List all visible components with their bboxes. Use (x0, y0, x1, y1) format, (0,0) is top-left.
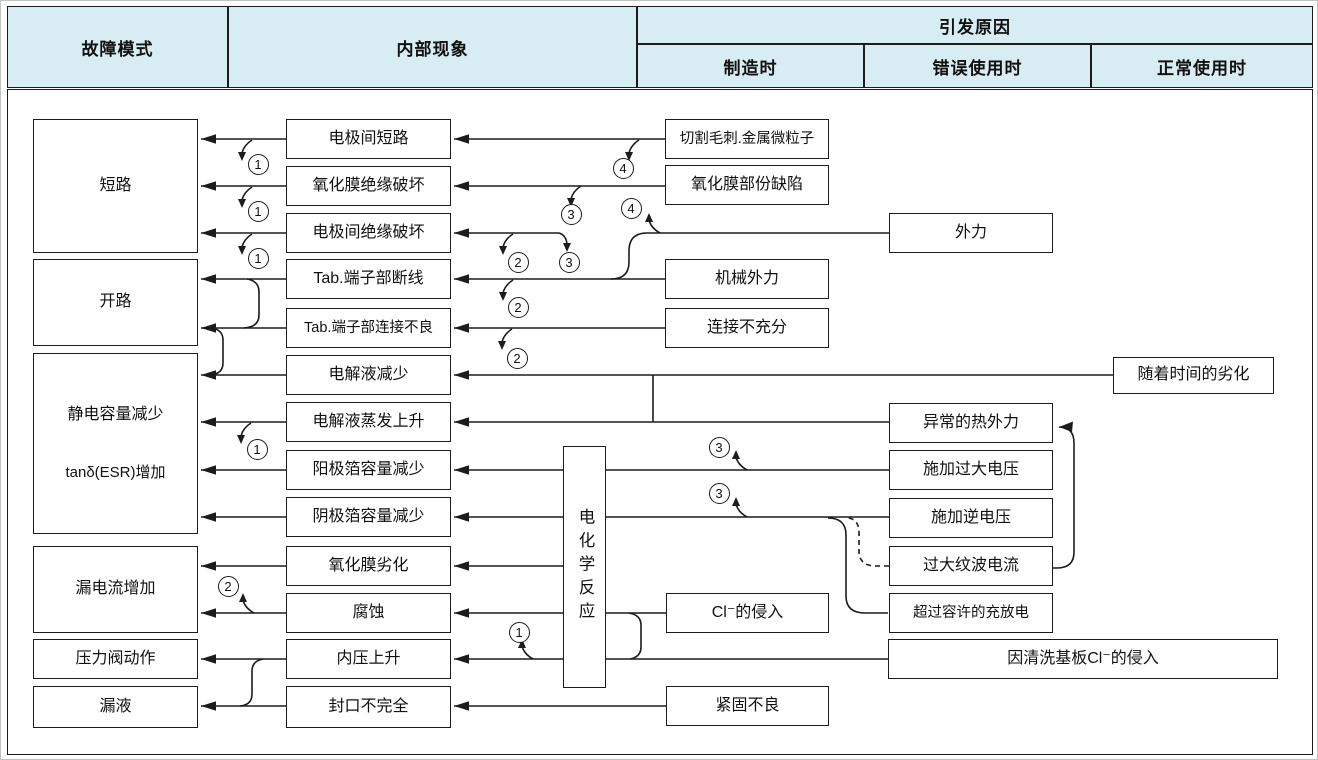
phenomenon-electrode-short: 电极间短路 (286, 119, 451, 159)
phenomenon-corrosion: 腐蚀 (286, 593, 451, 633)
connector-badge-2: 2 (506, 347, 528, 369)
cause-cutting-burr-metal-particles: 切割毛刺.金属微粒子 (665, 119, 829, 159)
connector-badge-1: 1 (247, 200, 269, 222)
phenomenon-anode-foil-capacity-decrease: 阳极箔容量减少 (286, 450, 451, 490)
phenomenon-oxide-film-degradation: 氧化膜劣化 (286, 546, 451, 586)
phenomenon-tab-terminal-poor-connection: Tab.端子部连接不良 (286, 308, 451, 348)
failure-mode-pressure-valve-operation: 压力阀动作 (33, 639, 198, 679)
cause-excessive-ripple-current: 过大纹波电流 (889, 546, 1053, 586)
failure-mode-short-circuit: 短路 (33, 119, 198, 253)
connector-hooks (240, 139, 748, 660)
phenomenon-electrolyte-evaporation-rise: 电解液蒸发上升 (286, 402, 451, 442)
connector-badge-1: 1 (247, 247, 269, 269)
arrowheads (201, 134, 1073, 711)
connector-badge-3: 3 (560, 203, 582, 225)
failure-mode-leakage-current-increase: 漏电流增加 (33, 546, 198, 633)
phenomenon-incomplete-sealing: 封口不完全 (286, 686, 451, 728)
header-cause-manufacturing: 制造时 (637, 44, 864, 88)
header-cause-misuse: 错误使用时 (864, 44, 1091, 88)
connector-badge-1: 1 (247, 153, 269, 175)
cause-reverse-voltage: 施加逆电压 (889, 498, 1053, 538)
cause-board-cleaning-cl-intrusion: 因清洗基板Cl⁻的侵入 (888, 639, 1278, 679)
electrochemical-reaction-box: 电化学反应 (563, 446, 606, 688)
esr-increase-label: tanδ(ESR)增加 (65, 464, 166, 482)
cause-over-charge-discharge: 超过容许的充放电 (889, 593, 1053, 633)
connector-badge-2: 2 (507, 251, 529, 273)
phenomenon-electrolyte-decrease: 电解液减少 (286, 355, 451, 395)
connector-badge-2: 2 (507, 296, 529, 318)
connector-badge-3: 3 (558, 251, 580, 273)
capacitance-decrease-label: 静电容量减少 (67, 405, 164, 423)
connector-badge-1: 1 (246, 438, 268, 460)
cause-external-force: 外力 (889, 213, 1053, 253)
cause-poor-fastening: 紧固不良 (666, 686, 829, 726)
failure-mode-liquid-leakage: 漏液 (33, 686, 198, 728)
header-cause-normal: 正常使用时 (1091, 44, 1313, 88)
cause-insufficient-connection: 连接不充分 (665, 308, 829, 348)
header-internal-phenomenon: 内部现象 (228, 6, 637, 88)
failure-mode-open-circuit: 开路 (33, 259, 198, 346)
phenomenon-electrode-insulation-breakdown: 电极间绝缘破坏 (286, 213, 451, 253)
cause-aging-degradation: 随着时间的劣化 (1113, 357, 1274, 394)
phenomenon-internal-pressure-rise: 内压上升 (286, 639, 451, 679)
connector-badge-4: 4 (612, 157, 634, 179)
phenomenon-cathode-foil-capacity-decrease: 阴极箔容量减少 (286, 497, 451, 537)
dashed-connector (847, 517, 889, 567)
connector-badge-1: 1 (508, 621, 530, 643)
cause-mechanical-force: 机械外力 (665, 259, 829, 299)
connector-badge-3: 3 (708, 482, 730, 504)
cause-abnormal-thermal-force: 异常的热外力 (889, 403, 1053, 443)
connector-badge-2: 2 (217, 575, 239, 597)
header-cause: 引发原因 (637, 6, 1313, 44)
cause-oxide-film-partial-defect: 氧化膜部份缺陷 (665, 165, 829, 205)
connector-badge-3: 3 (708, 436, 730, 458)
phenomenon-oxide-film-insulation-breakdown: 氧化膜绝缘破坏 (286, 166, 451, 206)
cause-excessive-voltage: 施加过大电压 (889, 450, 1053, 490)
connector-badge-4: 4 (620, 197, 642, 219)
phenomenon-tab-terminal-break: Tab.端子部断线 (286, 259, 451, 299)
header-failure-mode: 故障模式 (7, 6, 228, 88)
cause-cl-intrusion: Cl⁻的侵入 (666, 593, 829, 633)
failure-mode-capacitance-decrease: 静电容量减少 tanδ(ESR)增加 (33, 353, 198, 534)
